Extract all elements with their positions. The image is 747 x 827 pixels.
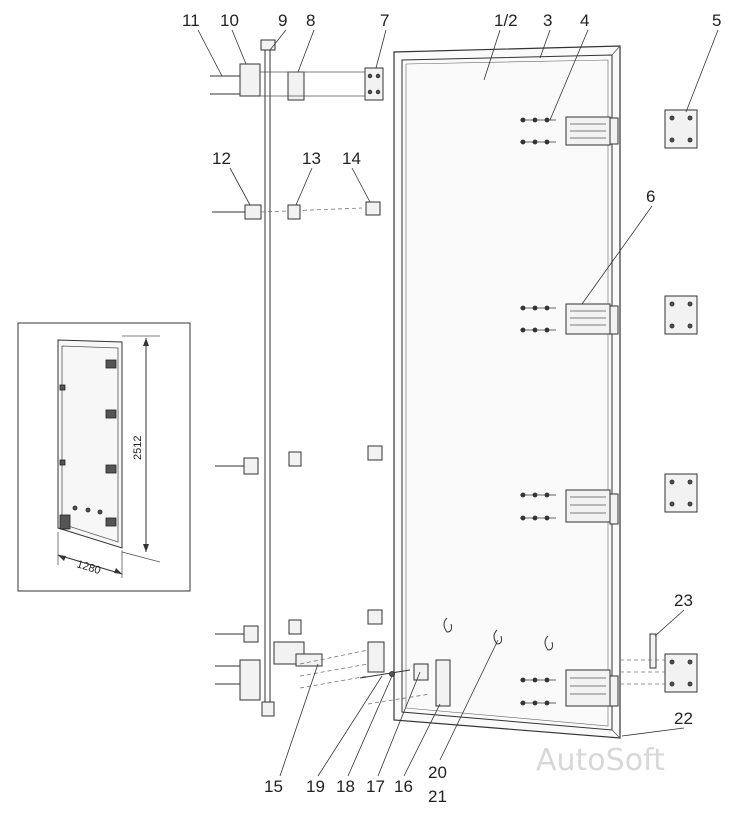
door-hinge-3 xyxy=(565,489,619,525)
label-1-2: 1/2 xyxy=(494,11,518,30)
label-11: 11 xyxy=(182,11,200,30)
label-23: 23 xyxy=(674,591,693,610)
label-6: 6 xyxy=(646,187,655,206)
top-bracket xyxy=(210,63,384,101)
door-leaf xyxy=(393,45,621,739)
middle-clamp xyxy=(212,201,381,220)
label-10: 10 xyxy=(220,11,239,30)
door-hinge-2 xyxy=(565,303,619,335)
inset-overview: 2512 1280 xyxy=(17,322,191,592)
label-7: 7 xyxy=(380,11,389,30)
door-hinges xyxy=(565,116,619,707)
door-hinge-1 xyxy=(565,116,619,146)
label-14: 14 xyxy=(342,149,361,168)
label-20: 20 xyxy=(428,763,447,782)
label-19: 19 xyxy=(306,777,325,796)
door-hinge-4 xyxy=(565,669,619,707)
watermark: AutoSoft xyxy=(536,743,665,778)
label-3: 3 xyxy=(543,11,552,30)
wall-plates xyxy=(620,109,698,693)
label-13: 13 xyxy=(302,149,321,168)
label-5: 5 xyxy=(712,11,721,30)
leader-lines xyxy=(197,29,719,777)
label-21: 21 xyxy=(428,787,447,806)
label-17: 17 xyxy=(366,777,385,796)
label-12: 12 xyxy=(212,149,231,168)
label-8: 8 xyxy=(306,11,315,30)
bottom-hinge-assembly xyxy=(215,641,385,701)
label-16: 16 xyxy=(394,777,413,796)
label-22: 22 xyxy=(674,709,693,728)
hinge-screws xyxy=(520,117,556,706)
label-15: 15 xyxy=(264,777,283,796)
part-labels: 11 10 9 8 7 1/2 3 4 5 12 13 14 6 23 22 1… xyxy=(182,11,721,806)
label-9: 9 xyxy=(278,11,287,30)
lower-mid-parts xyxy=(215,445,383,643)
hinge-rod xyxy=(260,39,276,717)
inset-height-dimension: 2512 xyxy=(132,436,144,460)
label-18: 18 xyxy=(336,777,355,796)
label-4: 4 xyxy=(580,11,589,30)
